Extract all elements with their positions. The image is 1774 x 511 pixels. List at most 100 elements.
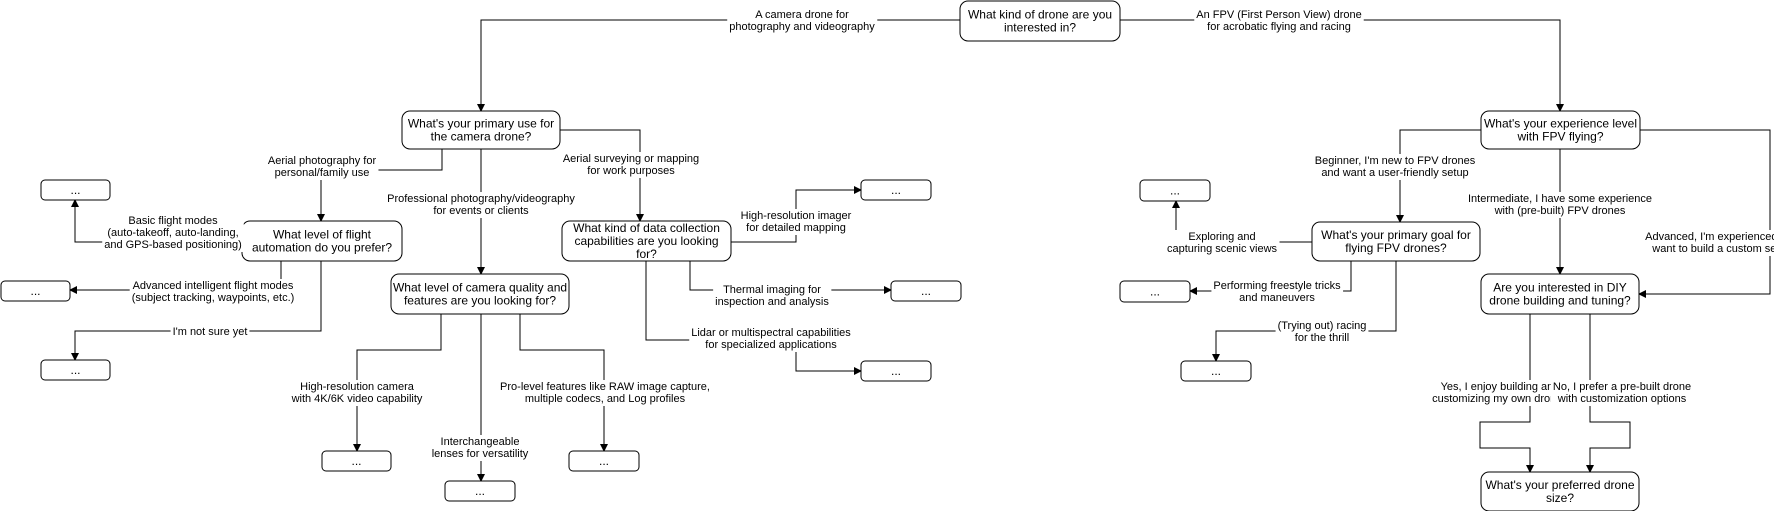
placeholder-label: ... [891,364,901,378]
placeholder-label: ... [1211,364,1221,378]
placeholder-node: ... [444,480,516,502]
placeholder-box [40,359,111,381]
placeholder-node: ... [860,360,932,382]
edge-label-background [1430,380,1571,406]
edge-label-background [1275,319,1369,345]
placeholder-box [1119,280,1191,303]
placeholder-label: ... [599,454,609,468]
placeholder-node: ... [1180,360,1252,382]
placeholder-node: ... [890,280,962,302]
edge-label-background [102,214,244,252]
placeholder-label: ... [921,284,931,298]
edge-lidar [645,261,862,375]
edge-label-not-sure: I'm not sure yet [170,325,250,339]
placeholder-label: ... [30,284,40,298]
edge-camera-drone [477,19,960,112]
placeholder-label: ... [891,183,901,197]
edge-label-background [265,154,379,180]
edge-label-background [1194,8,1364,34]
edge-label-background [727,8,878,34]
placeholder-box [860,179,932,201]
placeholder-node: ... [568,450,640,472]
edge-label-background [288,380,425,406]
placeholder-node: ... [1139,179,1211,202]
edge-label-basic-modes: Basic flight modes(auto-takeoff, auto-la… [102,214,244,252]
placeholder-box [444,480,516,502]
placeholder-label: ... [70,183,80,197]
placeholder-box [1180,360,1252,382]
placeholder-box [568,450,640,472]
edge-label-background [385,192,578,218]
placeholder-label: ... [70,363,80,377]
edge-label-background [129,279,297,305]
edge-label-background [429,435,531,461]
edge-label-background [1465,192,1655,218]
placeholder-node: ... [0,280,71,302]
decision-box [401,110,561,150]
edge-label-background [1643,230,1774,256]
placeholder-node: ... [1119,280,1191,303]
placeholder-node: ... [40,359,111,381]
edge-surveying [560,129,644,222]
decision-box [561,220,732,262]
placeholder-box [890,280,962,302]
edge-label-background [1312,154,1478,180]
edge-advanced [1638,129,1771,298]
decision-box [1480,471,1640,511]
edge-label-text: Advanced intelligent flight modes(subjec… [132,280,295,304]
placeholder-box [1139,179,1211,202]
edge-label-background [170,325,250,339]
edge-label-background [498,380,712,406]
decision-box [959,0,1121,42]
decision-box [1480,273,1640,315]
placeholder-node: ... [40,179,111,201]
edge-racing [1212,261,1397,362]
edge-label-background [738,209,854,235]
edge-label-text: I'm not sure yet [173,326,248,338]
edge-beginner [1396,129,1481,223]
placeholder-label: ... [351,454,361,468]
decision-box [1311,221,1481,262]
edge-label-pro-features: Pro-level features like RAW image captur… [498,380,712,406]
